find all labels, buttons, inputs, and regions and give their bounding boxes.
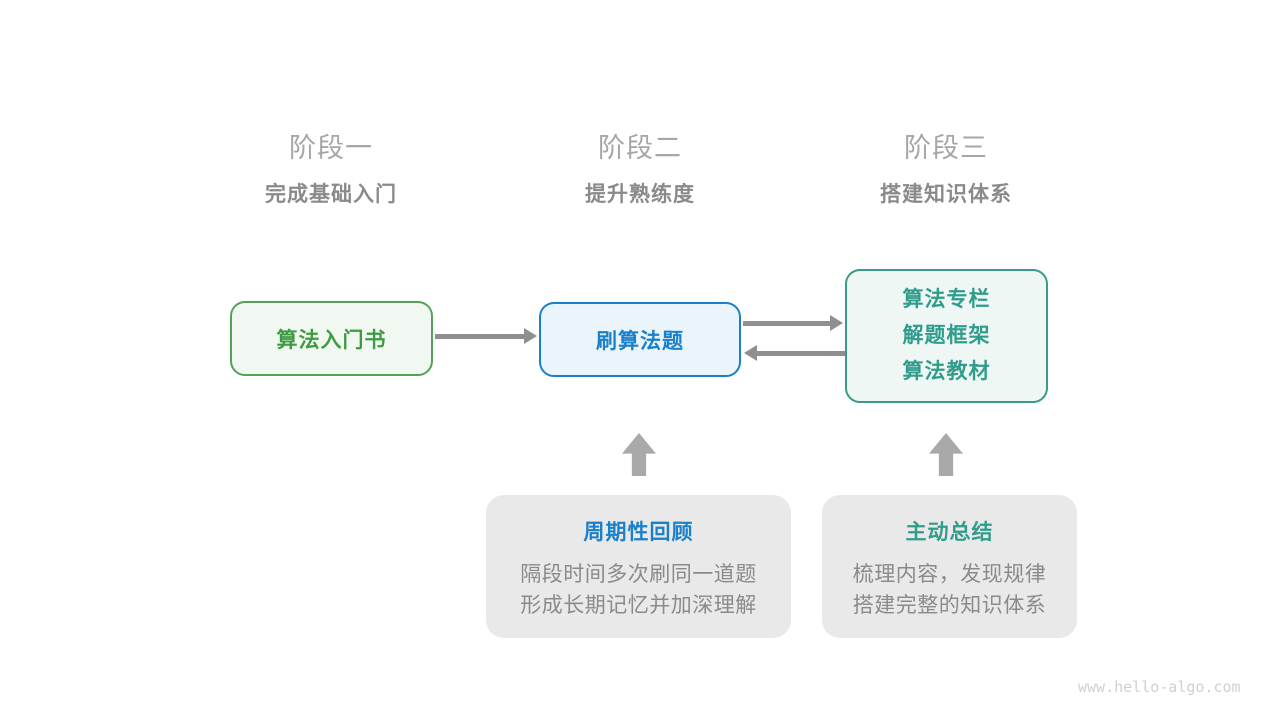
node-knowledge-line-3: 算法教材 — [902, 360, 991, 383]
note-active-summary-line-2: 搭建完整的知识体系 — [852, 594, 1047, 617]
stage-2-subtitle: 提升熟练度 — [585, 183, 695, 206]
stage-2-label: 阶段二 — [598, 133, 682, 163]
arrow-head — [524, 328, 537, 344]
note-active-summary: 主动总结 梳理内容，发现规律 搭建完整的知识体系 — [822, 495, 1077, 638]
node-practice-label: 刷算法题 — [596, 329, 684, 353]
node-intro-book-label: 算法入门书 — [276, 328, 387, 352]
arrow-head — [744, 345, 757, 361]
note-periodic-review-line-1: 隔段时间多次刷同一道题 — [520, 563, 757, 586]
node-knowledge-lines: 算法专栏 解题框架 算法教材 — [903, 282, 991, 390]
stage-1-label: 阶段一 — [289, 133, 373, 163]
note-periodic-review-line-2: 形成长期记忆并加深理解 — [520, 594, 757, 617]
node-knowledge-line-2: 解题框架 — [902, 324, 991, 347]
note-periodic-review-body: 隔段时间多次刷同一道题 形成长期记忆并加深理解 — [520, 559, 757, 621]
arrow-shaft — [435, 334, 524, 339]
node-practice: 刷算法题 — [539, 302, 741, 377]
node-intro-book: 算法入门书 — [230, 301, 433, 376]
stage-1-subtitle: 完成基础入门 — [265, 183, 397, 206]
node-knowledge: 算法专栏 解题框架 算法教材 — [845, 269, 1048, 403]
note-active-summary-line-1: 梳理内容，发现规律 — [852, 563, 1047, 586]
note-periodic-review: 周期性回顾 隔段时间多次刷同一道题 形成长期记忆并加深理解 — [486, 495, 791, 638]
stage-3-label: 阶段三 — [904, 133, 988, 163]
node-knowledge-line-1: 算法专栏 — [902, 288, 991, 311]
stage-3-subtitle: 搭建知识体系 — [880, 183, 1012, 206]
arrow-head — [830, 315, 843, 331]
arrow-up-icon — [622, 433, 656, 476]
note-active-summary-body: 梳理内容，发现规律 搭建完整的知识体系 — [853, 559, 1047, 621]
arrow-shaft — [757, 351, 845, 356]
note-periodic-review-title: 周期性回顾 — [583, 521, 694, 544]
watermark: www.hello-algo.com — [1078, 678, 1241, 696]
note-active-summary-title: 主动总结 — [905, 521, 994, 544]
arrow-shaft — [743, 321, 830, 326]
arrow-up-icon — [929, 433, 963, 476]
